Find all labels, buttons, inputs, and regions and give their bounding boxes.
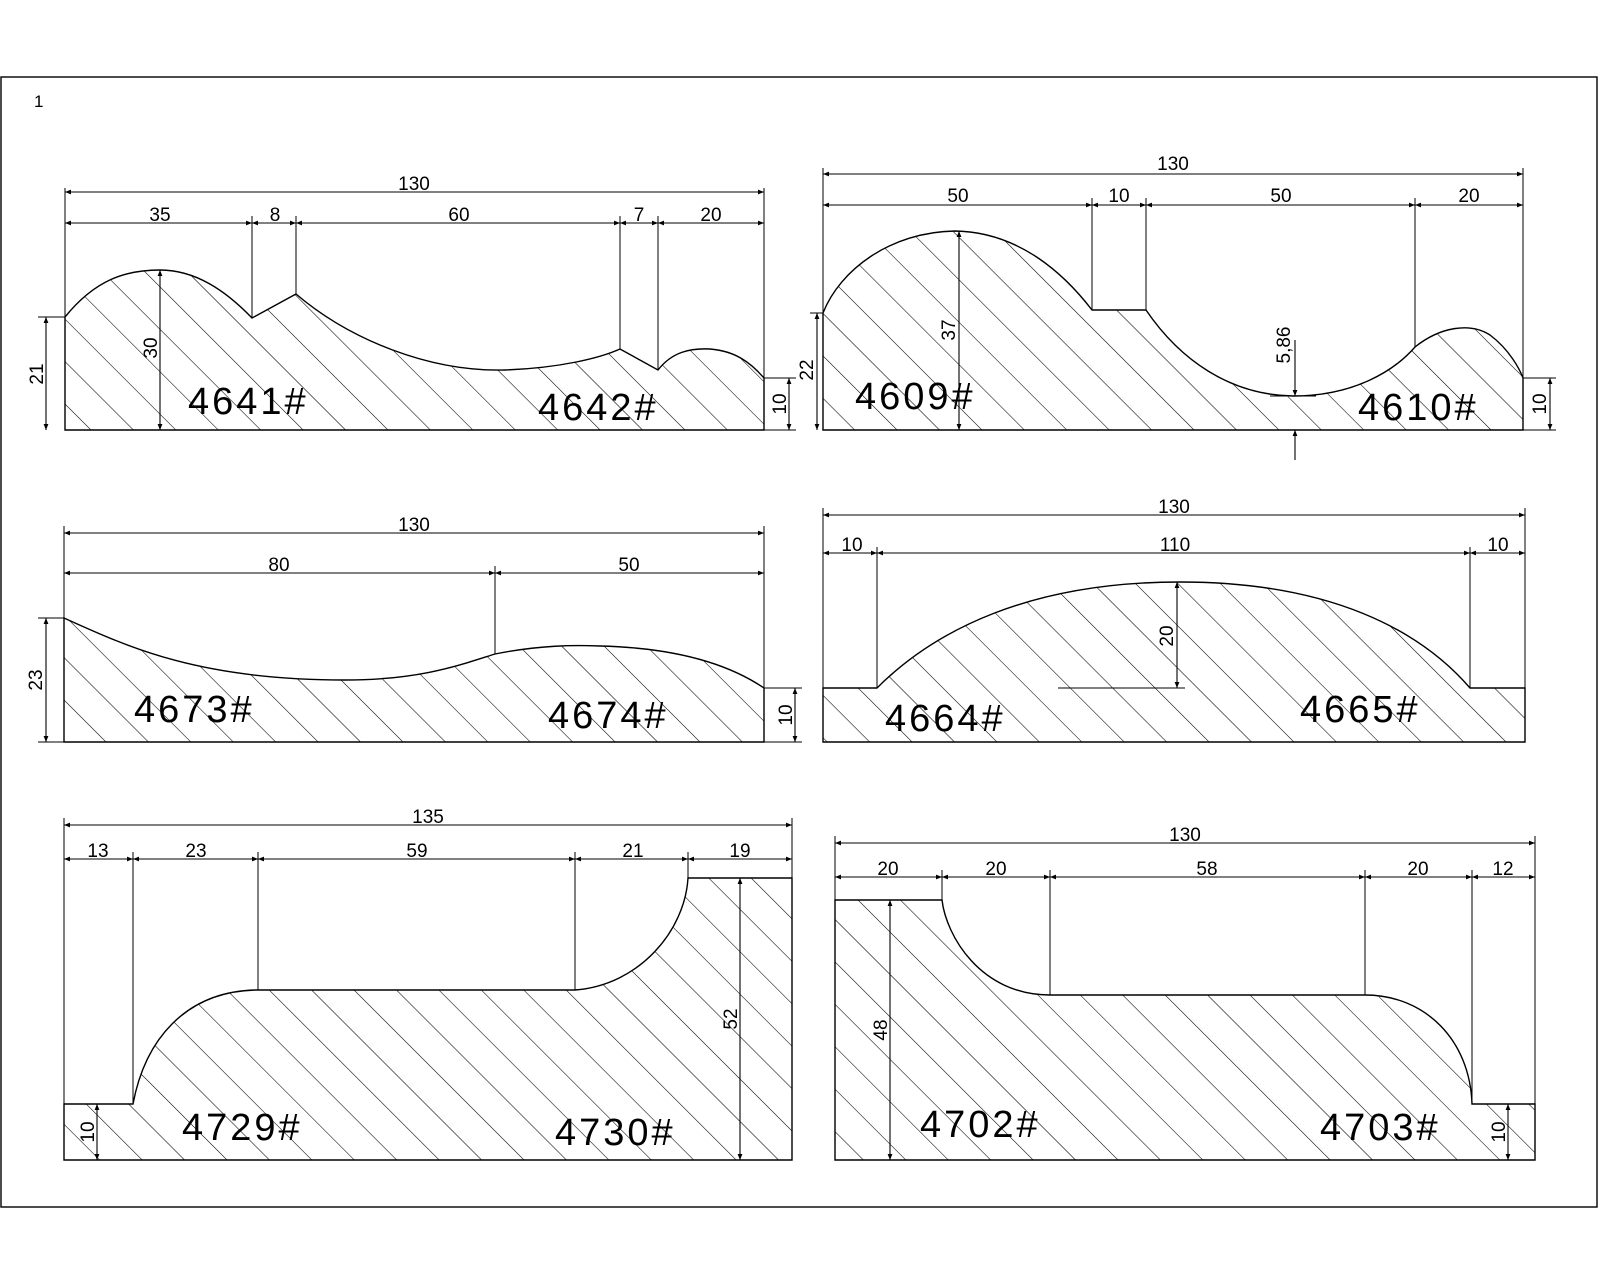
dim-segment: 60: [448, 205, 469, 226]
dim-segment: 50: [1270, 186, 1291, 207]
profile-4641-4642: 130 35 8 60 7 20 21 30 10 4641# 4642#: [27, 174, 796, 431]
profile-code: 4642#: [538, 387, 659, 429]
profile-code: 4729#: [182, 1107, 303, 1149]
dim-segment: 80: [268, 555, 289, 576]
dim-height: 23: [26, 669, 47, 690]
profile-outline: [822, 581, 1526, 743]
dim-segment: 12: [1492, 859, 1513, 880]
dim-height: 5,86: [1274, 327, 1295, 364]
dim-height: 37: [939, 319, 960, 340]
profile-code: 4664#: [885, 698, 1006, 740]
dim-segment: 10: [841, 535, 862, 556]
dim-height: 30: [141, 337, 162, 358]
dim-segment: 20: [700, 205, 721, 226]
profile-4702-4703: 130 20 20 58 20 12 48 10 4702# 4703#: [834, 825, 1536, 1161]
profile-code: 4609#: [855, 376, 976, 418]
dim-total-width: 130: [1158, 497, 1190, 518]
dim-segment: 58: [1196, 859, 1217, 880]
profile-4609-4610: 130 50 10 50 20 22 37 5,86 10 4609# 4610…: [797, 154, 1556, 460]
profile-code: 4674#: [548, 695, 669, 737]
profile-outline: [63, 877, 793, 1161]
profile-4664-4665: 130 10 110 10 20 4664# 4665#: [822, 497, 1526, 743]
sheet-border: [0, 76, 1598, 1208]
profile-code: 4730#: [555, 1112, 676, 1154]
dim-height: 20: [1157, 625, 1178, 646]
dim-total-width: 130: [398, 515, 430, 536]
profile-4673-4674: 130 80 50 23 10 4673# 4674#: [26, 515, 802, 743]
dim-height: 48: [871, 1019, 892, 1040]
profile-4729-4730: 135 13 23 59 21 19 52 10 4729# 4730#: [63, 807, 793, 1161]
dim-segment: 8: [270, 205, 281, 226]
profile-code: 4702#: [920, 1104, 1041, 1146]
dim-height: 52: [721, 1008, 742, 1029]
dim-segment: 23: [185, 841, 206, 862]
profile-outline: [64, 269, 765, 431]
dim-segment: 10: [1487, 535, 1508, 556]
dim-segment: 13: [87, 841, 108, 862]
dim-total-width: 130: [1169, 825, 1201, 846]
dim-total-width: 130: [1157, 154, 1189, 175]
dim-segment: 50: [947, 186, 968, 207]
dim-segment: 35: [149, 205, 170, 226]
dim-height: 10: [1530, 393, 1551, 414]
dim-segment: 7: [634, 205, 645, 226]
profile-code: 4665#: [1300, 689, 1421, 731]
dim-height: 21: [27, 363, 48, 384]
dim-total-width: 135: [412, 807, 444, 828]
profile-code: 4641#: [188, 381, 309, 423]
dim-height: 10: [78, 1121, 99, 1142]
profile-outline: [63, 616, 765, 743]
profile-code: 4673#: [134, 689, 255, 731]
dim-height: 22: [797, 359, 818, 380]
dim-height: 10: [770, 393, 791, 414]
dim-segment: 20: [877, 859, 898, 880]
dim-segment: 110: [1160, 535, 1190, 556]
profile-code: 4703#: [1320, 1107, 1441, 1149]
dim-height: 10: [1489, 1121, 1510, 1142]
dim-segment: 21: [622, 841, 643, 862]
profile-outline: [822, 230, 1524, 431]
dim-segment: 20: [985, 859, 1006, 880]
sheet-number: 1: [34, 92, 43, 111]
dim-segment: 20: [1458, 186, 1479, 207]
dim-segment: 19: [729, 841, 750, 862]
dim-segment: 20: [1407, 859, 1428, 880]
dim-total-width: 130: [398, 174, 430, 195]
dim-segment: 59: [406, 841, 427, 862]
profile-code: 4610#: [1358, 387, 1479, 429]
dim-segment: 50: [618, 555, 639, 576]
dim-height: 10: [776, 704, 797, 725]
dim-segment: 10: [1108, 186, 1129, 207]
